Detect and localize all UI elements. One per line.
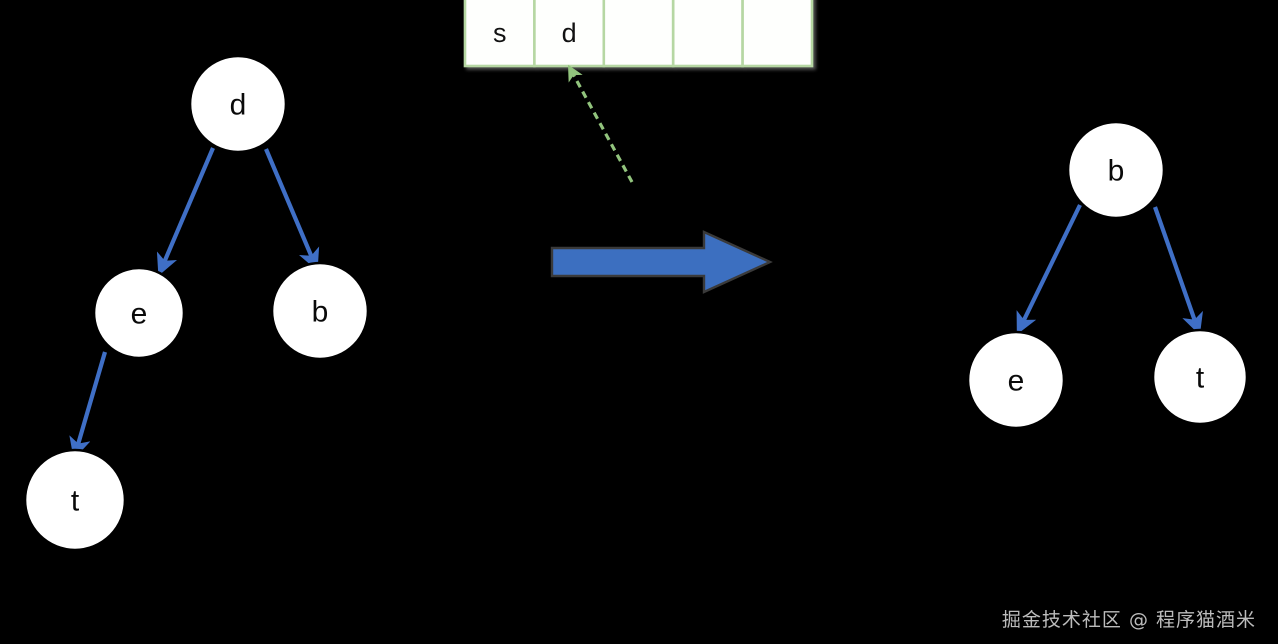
edge-d-to-b [264,148,320,271]
stack-cell-2[interactable] [602,0,675,68]
after-node-e[interactable]: e [966,330,1066,430]
before-node-e[interactable]: e [92,266,186,360]
stack-cell-4[interactable] [741,0,814,68]
node-circle-t[interactable] [23,448,127,552]
node-circle-b[interactable] [270,261,370,361]
stack-top-pointer-line [568,64,634,183]
before-tree-edges [69,147,320,460]
stack-cell-3[interactable] [671,0,744,68]
transformation-arrow-group [550,230,773,294]
before-node-b[interactable]: b [270,261,370,361]
stack-array-group [463,0,814,68]
edge-d-to-e [156,147,215,276]
before-tree-group: d e b t [23,54,370,552]
stack-cell-0[interactable] [463,0,536,68]
watermark: 掘金技术社区 @ 程序猫酒米 [1001,609,1256,631]
node-label-e-after: e [1008,365,1025,398]
before-node-t[interactable]: t [23,448,127,552]
edge-b-to-e [1016,204,1082,335]
after-node-t[interactable]: t [1151,328,1249,426]
node-label-t-after: t [1196,362,1205,395]
before-node-d[interactable]: d [188,54,288,154]
node-label-b: b [312,296,329,329]
node-label-d: d [230,89,247,122]
node-circle-t-after[interactable] [1151,328,1249,426]
node-circle-e[interactable] [92,266,186,360]
node-circle-d[interactable] [188,54,288,154]
after-tree-group: b e t [966,120,1249,430]
stack-top-pointer-group [568,64,634,183]
after-node-b[interactable]: b [1066,120,1166,220]
node-circle-b-after[interactable] [1066,120,1166,220]
stack-array-labels: s d [493,18,577,48]
edge-e-to-t [69,351,108,460]
edge-b-to-t [1153,206,1203,336]
node-circle-e-after[interactable] [966,330,1066,430]
stack-cell-label-1: d [562,18,577,48]
node-label-t: t [71,485,80,518]
node-label-b-after: b [1108,155,1125,188]
node-label-e: e [131,298,148,331]
transformation-arrow-shape [550,230,773,294]
stack-cell-label-0: s [493,18,507,48]
after-tree-edges [1016,204,1203,336]
